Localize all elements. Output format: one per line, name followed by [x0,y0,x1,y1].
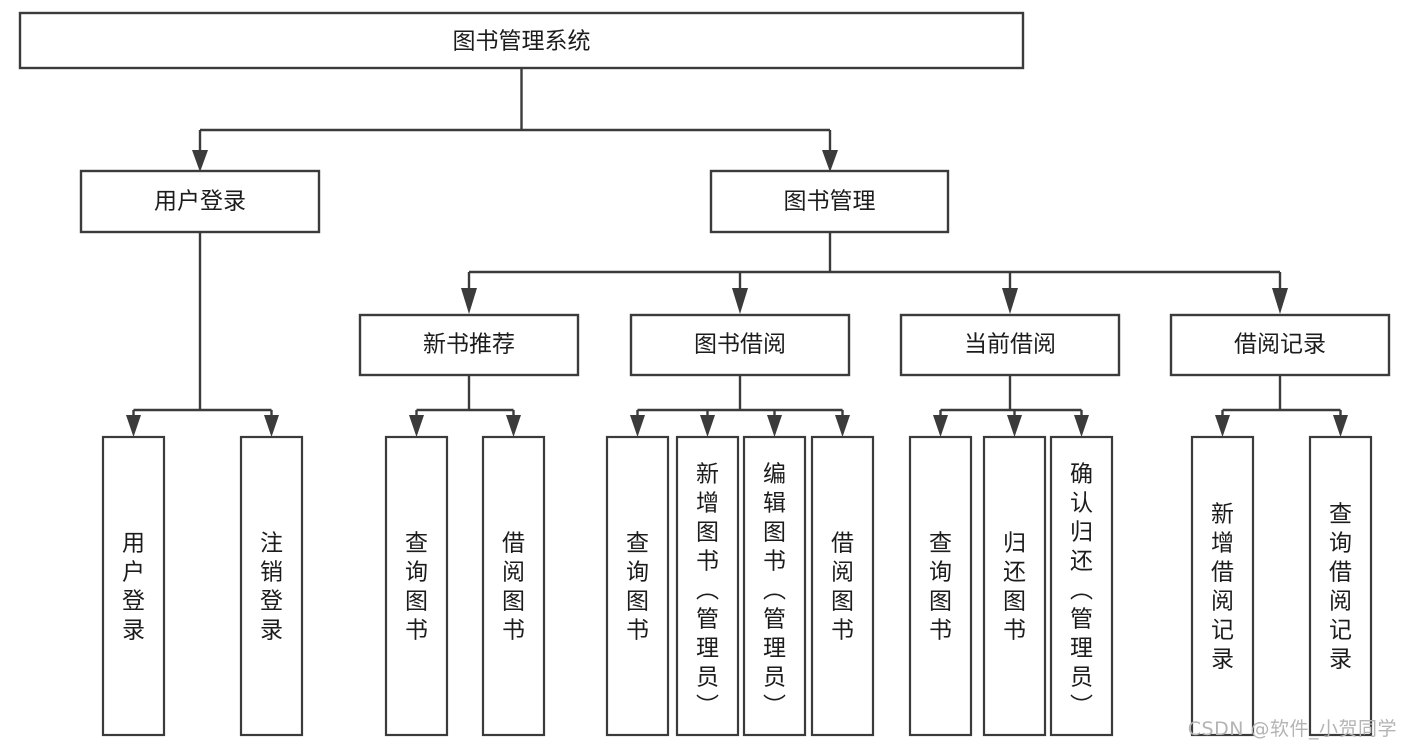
node-borrow-record[interactable]: 借阅记录 [1169,313,1391,377]
node-book-manage[interactable]: 图书管理 [709,169,950,234]
connector-borrow-record-to-leaves [1215,375,1348,437]
connector-current-borrow-to-leaves [933,375,1089,437]
node-borrow-record-label: 借阅记录 [1234,332,1326,358]
connector-book-manage-to-level2 [461,232,1288,314]
leaf-query-book-2-label: 查询图书 [626,531,649,644]
node-book-manage-label: 图书管理 [784,189,876,215]
node-current-borrow-label: 当前借阅 [964,332,1056,358]
node-root-label: 图书管理系统 [453,29,591,55]
leaf-borrow-book-1-label: 借阅图书 [502,531,525,644]
connector-book-borrow-to-leaves [630,375,850,437]
arrowhead-user-login [192,150,208,172]
leaf-query-record-label: 查询借阅记录 [1329,502,1352,673]
leaf-logout-label: 注销登录 [260,531,283,644]
connector-root-to-level1 [192,68,838,172]
leaf-query-book-3-label: 查询图书 [929,531,952,644]
leaf-edit-book[interactable]: 编辑图书︵管理员︶ [742,435,807,737]
leaf-user-login-label: 用户登录 [122,531,145,644]
leaf-query-record[interactable]: 查询借阅记录 [1308,435,1373,737]
leaf-add-record-label: 新增借阅记录 [1211,502,1234,673]
leaf-query-book-3[interactable]: 查询图书 [908,435,973,737]
leaf-add-book-label: 新增图书︵管理员︶ [696,462,719,720]
leaf-borrow-book-2[interactable]: 借阅图书 [810,435,875,737]
leaf-return-book[interactable]: 归还图书 [982,435,1047,737]
leaf-node-layer: 用户登录 注销登录 查询图书 借阅图书 查询图书 新增图书︵管理员︶ 编辑图书︵管理员︶ 借阅… [101,435,1373,737]
leaf-query-book-1-label: 查询图书 [405,531,428,644]
connector-user-login-to-leaves [126,232,279,437]
leaf-add-book[interactable]: 新增图书︵管理员︶ [675,435,740,737]
node-root[interactable]: 图书管理系统 [18,11,1025,70]
node-new-book-rec[interactable]: 新书推荐 [358,313,580,377]
node-new-book-rec-label: 新书推荐 [423,332,515,358]
leaf-query-book-1[interactable]: 查询图书 [384,435,449,737]
leaf-borrow-book-2-label: 借阅图书 [831,531,854,644]
connector-new-book-rec-to-leaves [409,375,521,437]
leaf-edit-book-label: 编辑图书︵管理员︶ [763,462,786,720]
leaf-borrow-book-1[interactable]: 借阅图书 [481,435,546,737]
node-book-borrow[interactable]: 图书借阅 [629,313,851,377]
leaf-user-login[interactable]: 用户登录 [101,435,166,737]
node-current-borrow[interactable]: 当前借阅 [899,313,1121,377]
node-user-login-label: 用户登录 [154,189,246,215]
leaf-confirm-return-label: 确认归还︵管理员︶ [1070,462,1093,720]
node-book-borrow-label: 图书借阅 [694,332,786,358]
leaf-return-book-label: 归还图书 [1003,531,1026,644]
arrowhead-book-manage [822,150,838,172]
leaf-confirm-return[interactable]: 确认归还︵管理员︶ [1049,435,1114,737]
leaf-add-record[interactable]: 新增借阅记录 [1190,435,1255,737]
node-user-login[interactable]: 用户登录 [79,169,321,234]
leaf-query-book-2[interactable]: 查询图书 [605,435,670,737]
leaf-logout[interactable]: 注销登录 [239,435,304,737]
